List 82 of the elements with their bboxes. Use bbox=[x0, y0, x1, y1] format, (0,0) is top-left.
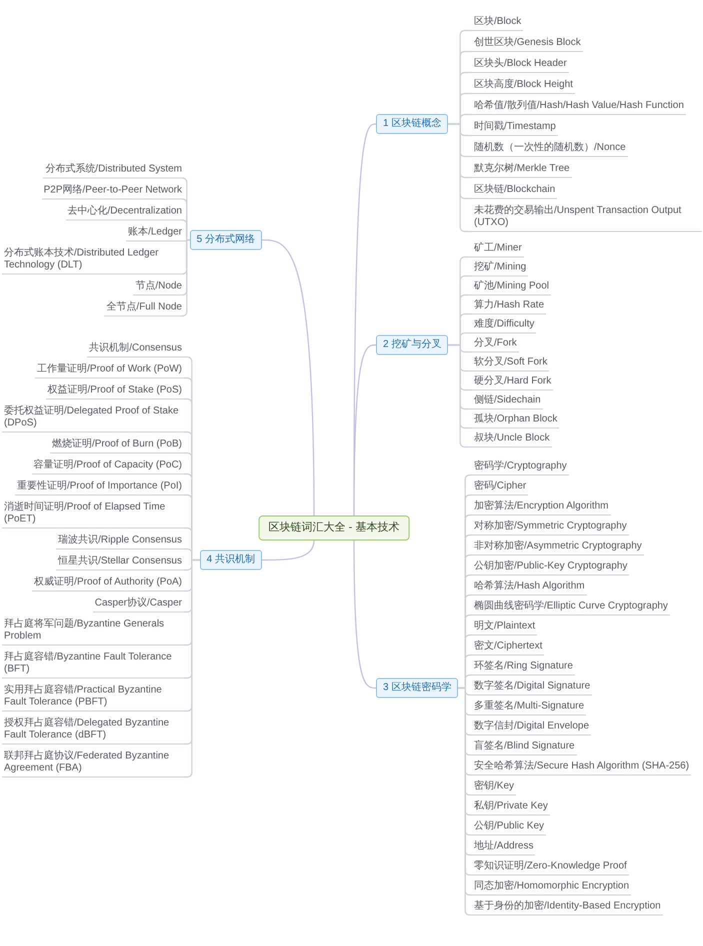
subtopic: 权威证明/Proof of Authority (PoA) bbox=[32, 576, 184, 592]
subtopic: 燃烧证明/Proof of Burn (PoB) bbox=[50, 438, 184, 454]
subtopic: 瑞波共识/Ripple Consensus bbox=[56, 534, 184, 550]
subtopic: 密文/Ciphertext bbox=[472, 640, 544, 656]
subtopic: 对称加密/Symmetric Cryptography bbox=[472, 520, 629, 536]
subtopic: 哈希值/散列值/Hash/Hash Value/Hash Function bbox=[472, 100, 686, 115]
subtopic: 未花费的交易输出/Unspent Transaction Output (UTXO) bbox=[472, 205, 702, 232]
subtopic: 分叉/Fork bbox=[472, 338, 519, 352]
subtopic: 区块高度/Block Height bbox=[472, 79, 575, 94]
subtopic: 硬分叉/Hard Fork bbox=[472, 376, 554, 390]
subtopic: 椭圆曲线密码学/Elliptic Curve Cryptography bbox=[472, 600, 670, 616]
subtopic: 数字信封/Digital Envelope bbox=[472, 720, 592, 736]
subtopic: Casper协议/Casper bbox=[92, 598, 184, 612]
subtopic: 零知识证明/Zero-Knowledge Proof bbox=[472, 860, 629, 876]
subtopic: 时间戳/Timestamp bbox=[472, 121, 558, 136]
subtopic: 软分叉/Soft Fork bbox=[472, 356, 550, 372]
subtopic: 全节点/Full Node bbox=[104, 302, 184, 316]
connector-line bbox=[181, 219, 190, 241]
subtopic: 拜占庭容错/Byzantine Fault Tolerance (BFT) bbox=[2, 652, 184, 678]
connector-line bbox=[181, 239, 190, 317]
subtopic: 公钥加密/Public-Key Cryptography bbox=[472, 560, 630, 576]
subtopic: 恒星共识/Stellar Consensus bbox=[56, 556, 184, 570]
subtopic: 数字签名/Digital Signature bbox=[472, 680, 592, 696]
subtopic: 消逝时间证明/Proof of Elapsed Time (PoET) bbox=[2, 502, 184, 528]
main-topic: 3 区块链密码学 bbox=[376, 678, 458, 698]
main-topic: 5 分布式网络 bbox=[190, 230, 262, 250]
subtopic: 授权拜占庭容错/Delegated Byzantine Fault Tolerance (dBFT) bbox=[2, 718, 184, 744]
subtopic: 拜占庭将军问题/Byzantine Generals Problem bbox=[2, 618, 184, 646]
subtopic: 公钥/Public Key bbox=[472, 820, 546, 836]
subtopic: 分布式账本技术/Distributed Ledger Technology (DLT) bbox=[2, 248, 184, 274]
connector-line bbox=[262, 540, 315, 561]
subtopic: 区块头/Block Header bbox=[472, 58, 569, 73]
connector-line bbox=[448, 344, 472, 448]
subtopic: 哈希算法/Hash Algorithm bbox=[472, 580, 587, 596]
subtopic: 容量证明/Proof of Capacity (PoC) bbox=[32, 460, 184, 474]
subtopic: 分布式系统/Distributed System bbox=[43, 164, 184, 178]
subtopic: 多重签名/Multi-Signature bbox=[472, 700, 586, 716]
subtopic: 安全哈希算法/Secure Hash Algorithm (SHA-256) bbox=[472, 760, 692, 776]
subtopic: 委托权益证明/Delegated Proof of Stake (DPoS) bbox=[2, 406, 184, 432]
subtopic: 算力/Hash Rate bbox=[472, 300, 546, 314]
subtopic: P2P网络/Peer-to-Peer Network bbox=[42, 184, 184, 200]
subtopic: 共识机制/Consensus bbox=[87, 342, 184, 358]
subtopic: 非对称加密/Asymmetric Cryptography bbox=[472, 540, 644, 556]
subtopic: 账本/Ledger bbox=[126, 226, 184, 242]
subtopic: 密码/Cipher bbox=[472, 480, 528, 496]
main-topic: 4 共识机制 bbox=[200, 550, 262, 570]
subtopic: 同态加密/Homomorphic Encryption bbox=[472, 880, 632, 896]
subtopic: 矿工/Miner bbox=[472, 242, 524, 258]
subtopic: 地址/Address bbox=[472, 840, 536, 856]
subtopic: 矿池/Mining Pool bbox=[472, 280, 552, 296]
subtopic: 孤块/Orphan Block bbox=[472, 414, 560, 428]
subtopic: 盲签名/Blind Signature bbox=[472, 740, 577, 756]
subtopic: 环签名/Ring Signature bbox=[472, 660, 575, 676]
connector-line bbox=[353, 344, 376, 516]
subtopic: 权益证明/Proof of Stake (PoS) bbox=[46, 384, 184, 400]
connector-line bbox=[353, 540, 376, 689]
subtopic: 密码学/Cryptography bbox=[472, 460, 569, 476]
connector-line bbox=[184, 559, 200, 778]
subtopic: 实用拜占庭容错/Practical Byzantine Fault Tolerance (PBFT) bbox=[2, 684, 184, 712]
subtopic: 挖矿/Mining bbox=[472, 262, 528, 276]
subtopic: 私钥/Private Key bbox=[472, 800, 550, 816]
subtopic: 叔块/Uncle Block bbox=[472, 432, 552, 448]
subtopic: 密钥/Key bbox=[472, 780, 516, 796]
main-topic: 2 挖矿与分叉 bbox=[376, 335, 448, 355]
subtopic: 区块链/Blockchain bbox=[472, 184, 558, 199]
subtopic: 区块/Block bbox=[472, 16, 524, 31]
subtopic: 去中心化/Decentralization bbox=[66, 206, 184, 220]
subtopic: 随机数（一次性的随机数）/Nonce bbox=[472, 142, 628, 157]
subtopic: 明文/Plaintext bbox=[472, 620, 538, 636]
subtopic: 侧链/Sidechain bbox=[472, 394, 543, 410]
subtopic: 基于身份的加密/Identity-Based Encryption bbox=[472, 900, 663, 916]
subtopic: 加密算法/Encryption Algorithm bbox=[472, 500, 610, 516]
central-topic: 区块链词汇大全 - 基本技术 bbox=[258, 516, 410, 540]
subtopic: 默克尔树/Merkle Tree bbox=[472, 163, 572, 178]
subtopic: 创世区块/Genesis Block bbox=[472, 37, 583, 52]
subtopic: 节点/Node bbox=[133, 280, 184, 296]
connector-line bbox=[262, 239, 315, 516]
subtopic: 重要性证明/Proof of Importance (PoI) bbox=[14, 480, 184, 496]
subtopic: 联邦拜占庭协议/Federated Byzantine Agreement (FBA) bbox=[2, 750, 184, 778]
main-topic: 1 区块链概念 bbox=[376, 114, 448, 134]
subtopic: 工作量证明/Proof of Work (PoW) bbox=[35, 364, 184, 378]
subtopic: 难度/Difficulty bbox=[472, 318, 536, 334]
